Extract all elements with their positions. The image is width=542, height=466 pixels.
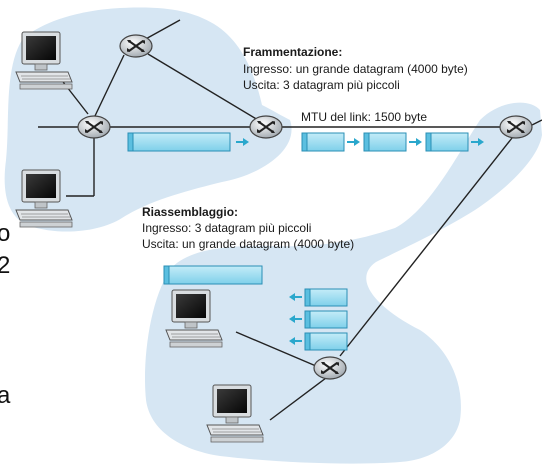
datagram-icon [127,132,231,152]
network-cloud-right [145,102,542,464]
reassembly-output: Uscita: un grande datagram (4000 byte) [142,237,354,251]
router-icon [249,115,283,139]
mtu-label: MTU del link: 1500 byte [301,110,427,124]
router-icon [499,115,533,139]
edge-char: 2 [0,252,11,279]
router-icon [119,34,153,58]
reassembly-input: Ingresso: 3 datagram più piccoli [142,221,311,235]
router-icon [313,356,347,380]
datagram-icon [363,132,407,152]
datagram-icon [304,288,348,307]
link-r5-pc4 [269,377,327,421]
flow-arrow-icon [346,137,361,147]
datagram-icon [301,132,345,152]
fragmentation-output: Uscita: 3 datagram più piccoli [243,78,400,92]
link-r4-out [531,119,542,126]
link-r1-r2 [93,54,125,119]
network-cloud-left [4,7,292,232]
link-r4-r5 [339,137,513,357]
flow-arrow-icon [408,137,423,147]
router-icon [77,115,111,139]
link-r2-r3 [147,53,259,121]
fragmentation-title: Frammentazione: [243,45,342,59]
datagram-icon [425,132,469,152]
link-r5-pc3 [235,331,317,367]
reassembly-title: Riassemblaggio: [142,205,238,219]
fragmentation-input: Ingresso: un grande datagram (4000 byte) [243,62,468,76]
datagram-icon [163,265,263,285]
edge-char: a [0,382,11,409]
edge-char: o [0,220,11,247]
datagram-icon [304,332,348,351]
datagram-icon [304,310,348,329]
